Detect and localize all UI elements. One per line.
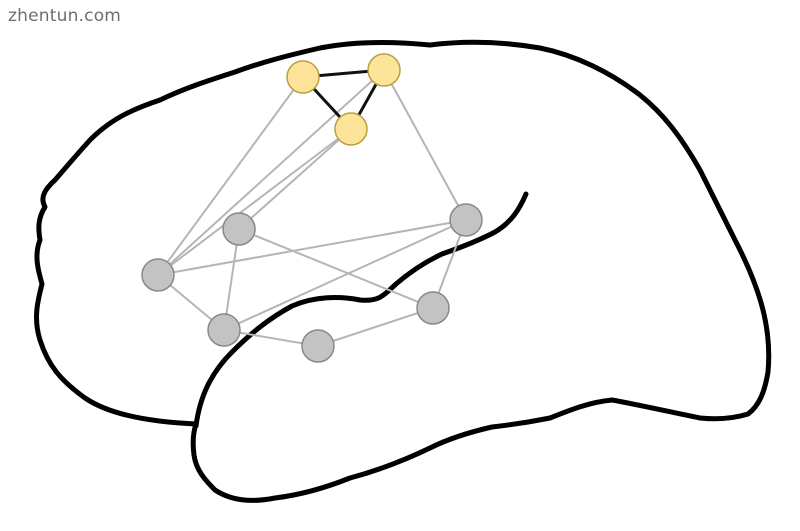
peripheral-node-3 <box>302 330 334 362</box>
peripheral-node-5 <box>208 314 240 346</box>
peripheral-node-6 <box>450 204 482 236</box>
edge-g3-g4 <box>318 308 433 346</box>
core-node-1 <box>287 61 319 93</box>
edge-y2-g6 <box>384 70 466 220</box>
core-node-2 <box>368 54 400 86</box>
peripheral-node-1 <box>142 259 174 291</box>
peripheral-node-2 <box>223 213 255 245</box>
edge-y2-g1 <box>158 70 384 275</box>
peripheral-node-4 <box>417 292 449 324</box>
edge-y3-g1 <box>158 129 351 275</box>
core-node-3 <box>335 113 367 145</box>
edge-y3-g2 <box>239 129 351 229</box>
network-nodes <box>142 54 482 362</box>
